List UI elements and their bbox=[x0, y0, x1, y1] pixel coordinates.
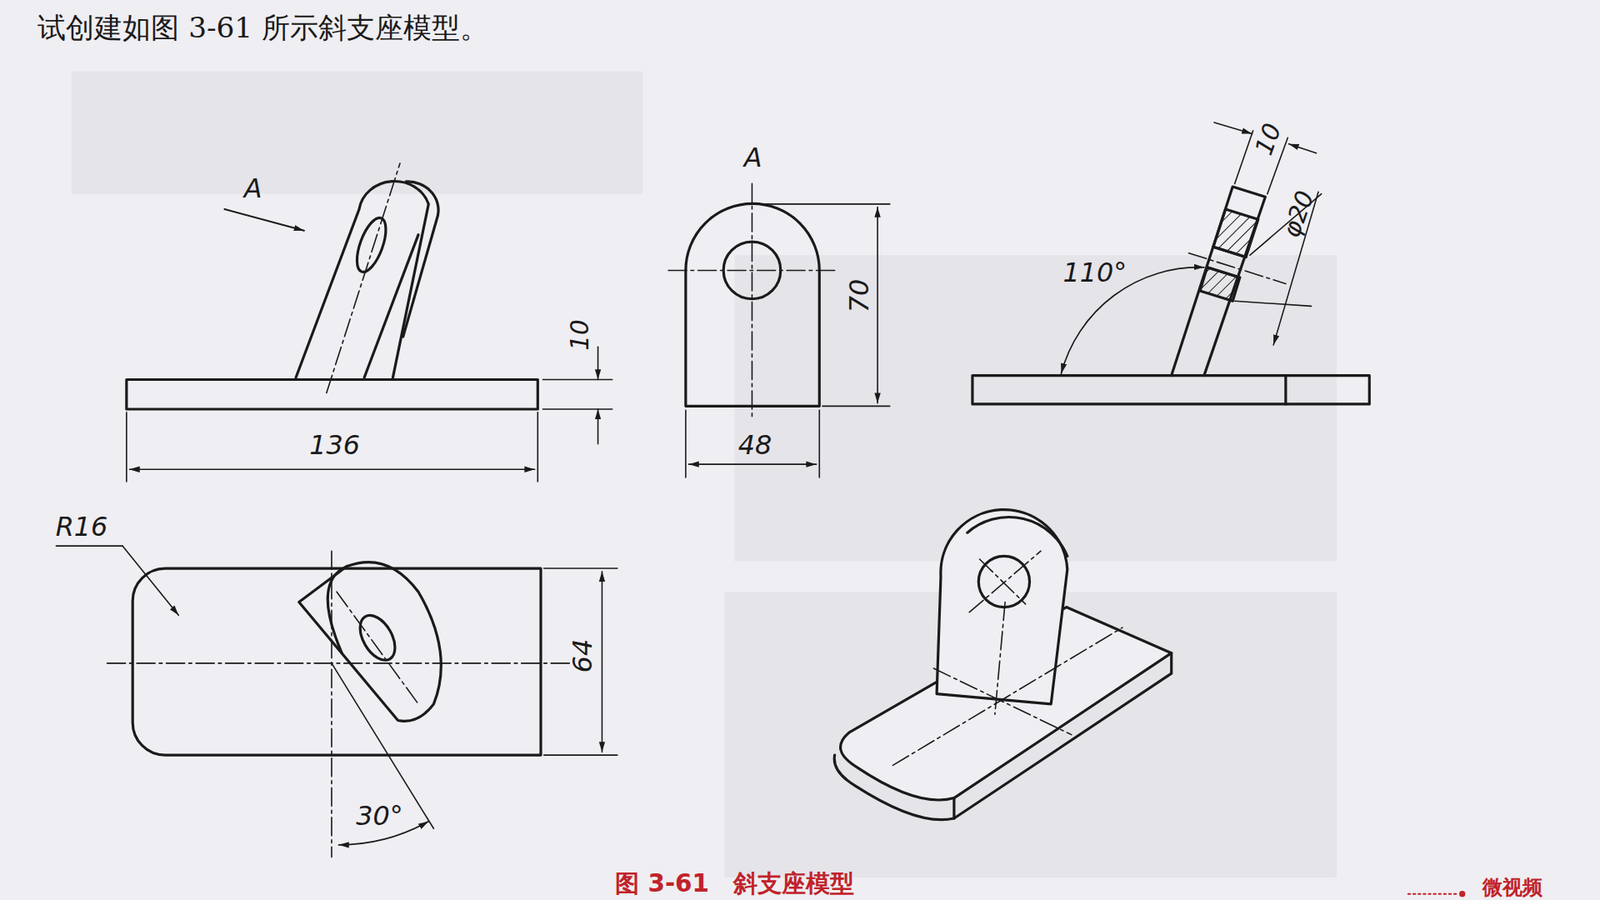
dimension: 48 bbox=[736, 431, 775, 461]
dimension: 64 bbox=[569, 637, 599, 675]
figure-caption: 图 3-61 斜支座模型 bbox=[615, 870, 855, 897]
heading: 试创建如图 3-61 所示斜支座模型。 bbox=[37, 12, 489, 45]
dimension: R16 bbox=[54, 513, 110, 543]
dimension: 136 bbox=[307, 431, 362, 461]
views bbox=[55, 122, 1465, 897]
bleed-through bbox=[71, 71, 1337, 878]
dimension: 70 bbox=[845, 277, 875, 315]
dimension: 10 bbox=[565, 317, 593, 352]
video-tag: 微视频 bbox=[1482, 876, 1543, 900]
view-label: A bbox=[242, 174, 265, 204]
dimension: 10 bbox=[1250, 118, 1288, 160]
dimension: φ20 bbox=[1276, 185, 1320, 243]
dimension: 110° bbox=[1061, 259, 1130, 289]
dimension: 30° bbox=[354, 801, 405, 831]
view-label: A bbox=[742, 143, 765, 173]
